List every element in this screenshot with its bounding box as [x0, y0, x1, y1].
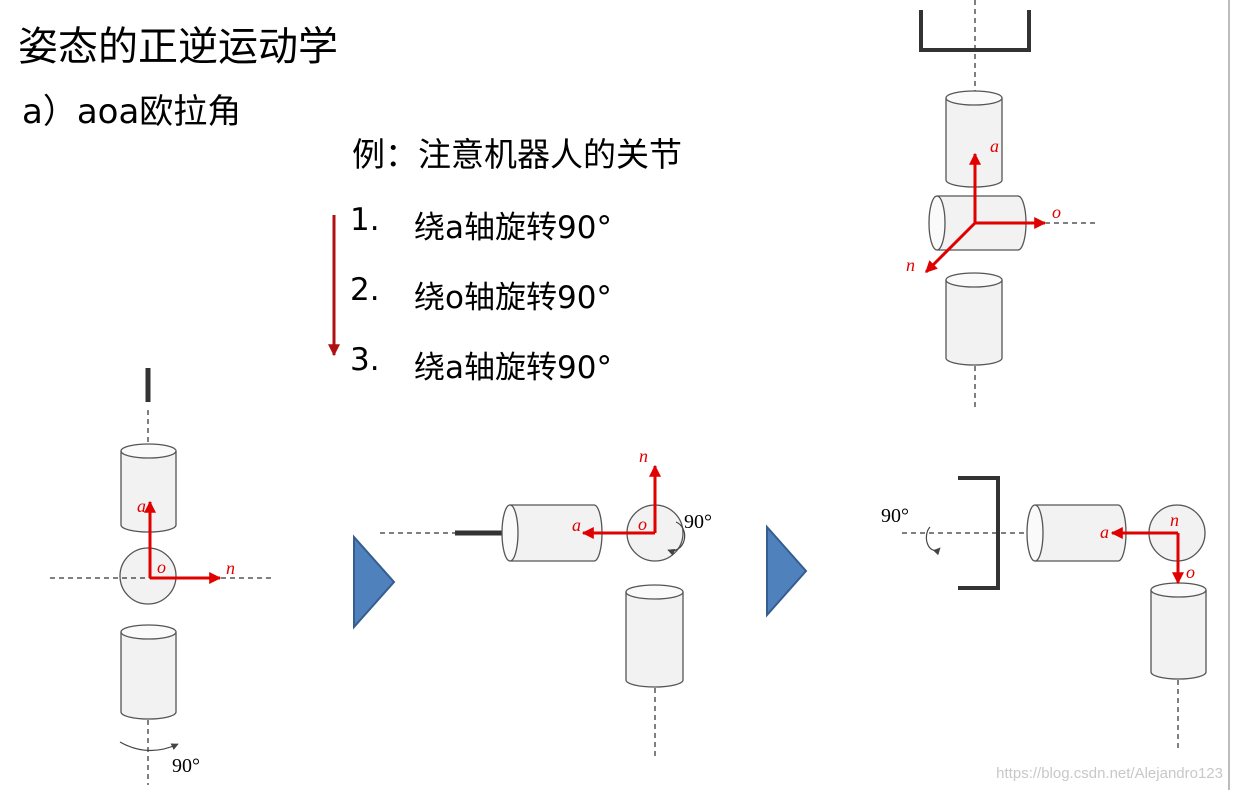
joint-cylinder-lower [945, 272, 1003, 366]
rotation-arrow [119, 741, 179, 752]
step-3-text: 绕a轴旋转90° [414, 350, 612, 386]
robot-after-step-2: 90° a n o [881, 476, 1207, 748]
label-o: o [1186, 562, 1195, 582]
joint-cylinder-horizontal [1026, 504, 1127, 562]
joint-cylinder-lower [1150, 582, 1207, 680]
label-n: n [906, 255, 915, 275]
rotation-label: 90° [684, 511, 712, 533]
next-step-triangle-1 [353, 534, 396, 630]
joint-sphere [119, 547, 177, 605]
robot-final-pose: a o n [906, 0, 1098, 408]
label-a: a [137, 496, 146, 516]
rotation-arrow [925, 526, 941, 556]
label-n: n [1170, 510, 1179, 530]
page-title: 姿态的正逆运动学 [18, 24, 338, 70]
gripper-bracket [919, 10, 1031, 52]
label-o: o [1052, 202, 1061, 222]
joint-cylinder-upper [120, 443, 177, 533]
rotation-label: 90° [172, 755, 200, 777]
label-o: o [157, 557, 166, 577]
label-n: n [226, 558, 235, 578]
next-step-triangle-2 [766, 524, 808, 618]
step-1-text: 绕a轴旋转90° [414, 210, 612, 246]
step-2-text: 绕o轴旋转90° [414, 280, 612, 316]
joint-cylinder-lower [625, 584, 684, 688]
step-1-number: 1. [350, 202, 380, 238]
step-3-number: 3. [350, 342, 380, 378]
watermark: https://blog.csdn.net/Alejandro123 [996, 765, 1223, 782]
robot-initial-pose: a o n 90° [50, 368, 275, 785]
rotation-arrow [667, 521, 686, 556]
axis-n-arrow [924, 221, 977, 274]
joint-cylinder-lower [120, 624, 177, 720]
gripper-bracket [958, 476, 1000, 590]
label-a: a [572, 515, 581, 535]
label-n: n [639, 446, 648, 466]
rotation-label: 90° [881, 505, 909, 527]
robot-after-step-1: n a o 90° [380, 446, 712, 760]
step-2-number: 2. [350, 272, 380, 308]
joint-cylinder-horizontal [501, 504, 603, 562]
label-a: a [990, 136, 999, 156]
label-o: o [638, 514, 647, 534]
label-a: a [1100, 522, 1109, 542]
slide-edge-divider [1228, 0, 1230, 790]
subtitle: a）aoa欧拉角 [22, 92, 242, 132]
example-heading: 例：注意机器人的关节 [352, 135, 682, 174]
